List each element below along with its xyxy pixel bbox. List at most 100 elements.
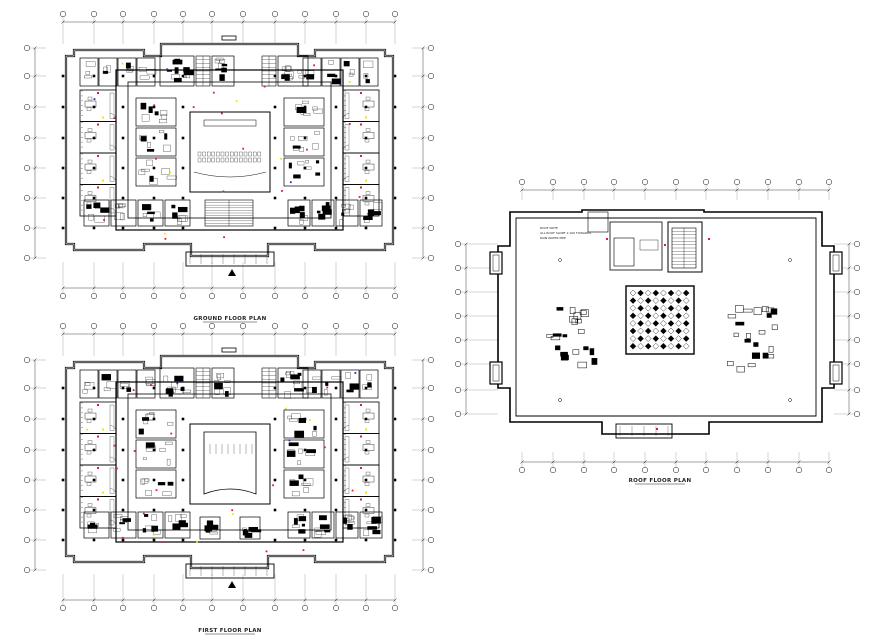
dimension-tick	[273, 286, 277, 290]
skylight-panel	[629, 304, 637, 312]
room	[164, 511, 191, 539]
equipment	[343, 60, 350, 67]
column	[61, 136, 65, 140]
roof-bay-inner	[832, 254, 840, 272]
skylight-panel	[644, 320, 652, 327]
room	[342, 433, 380, 466]
furniture	[103, 66, 108, 74]
furniture	[171, 74, 181, 80]
furniture	[159, 447, 166, 452]
dimension-tick	[152, 286, 156, 290]
column	[334, 538, 338, 542]
dimension-tick	[152, 332, 156, 336]
dimension-tick	[674, 460, 678, 464]
equipment	[122, 518, 131, 522]
entrance-canopy	[615, 423, 673, 439]
dimension-tick	[464, 242, 468, 246]
column	[303, 538, 307, 542]
furniture	[349, 69, 355, 75]
furniture	[177, 215, 186, 222]
equipment	[367, 526, 377, 530]
grid-bubble	[239, 604, 247, 612]
skylight-panel	[644, 304, 652, 312]
equipment	[171, 204, 176, 209]
fixture-mark	[284, 407, 287, 410]
ac-unit	[744, 338, 751, 343]
furniture	[84, 75, 93, 79]
column	[121, 166, 125, 170]
furniture	[171, 381, 178, 389]
column	[334, 136, 338, 140]
column	[273, 196, 277, 200]
equipment	[138, 428, 144, 435]
chair	[87, 503, 93, 507]
equipment	[294, 430, 305, 438]
room	[79, 401, 117, 434]
ac-unit	[578, 329, 585, 334]
grid-bubble	[23, 476, 31, 484]
ac-unit	[556, 307, 564, 311]
ac-unit	[580, 309, 589, 317]
column	[334, 386, 338, 390]
fixture-mark	[348, 122, 351, 125]
desk	[84, 507, 97, 514]
room	[135, 469, 177, 499]
room	[117, 369, 137, 399]
equipment	[100, 207, 110, 213]
grid-bubble	[454, 360, 462, 368]
furniture	[328, 60, 334, 65]
room	[359, 199, 383, 227]
dimension-tick	[210, 598, 214, 602]
grid-bubble	[23, 103, 31, 111]
seat	[257, 157, 261, 163]
grid-bubble	[150, 292, 158, 300]
column	[364, 136, 368, 140]
chair	[86, 170, 92, 174]
room	[79, 152, 117, 185]
chair	[365, 96, 371, 101]
grid-bubble	[23, 224, 31, 232]
ground-floor-title: GROUND FLOOR PLAN	[193, 316, 266, 322]
equipment	[151, 525, 159, 532]
room	[79, 369, 99, 399]
equipment	[299, 212, 305, 219]
room	[302, 369, 322, 399]
column	[273, 508, 277, 512]
equipment	[288, 442, 299, 447]
fixture-mark	[153, 104, 156, 107]
dimension-tick	[464, 290, 468, 294]
room	[287, 511, 311, 539]
furniture	[103, 387, 111, 392]
furniture	[151, 514, 157, 521]
grid-bubble	[90, 322, 98, 330]
dimension-tick	[303, 20, 307, 24]
grid-bubble	[271, 604, 279, 612]
fixture-mark	[133, 450, 136, 452]
ac-unit	[735, 321, 745, 326]
fixture-mark	[360, 498, 362, 501]
grid-bubble	[764, 466, 772, 474]
furniture	[285, 65, 291, 72]
grid-bubble	[332, 10, 340, 18]
equipment	[157, 482, 166, 486]
dimension-tick	[421, 226, 425, 230]
column	[364, 105, 368, 109]
rain-water-outlet	[558, 398, 562, 402]
column	[152, 74, 156, 78]
chair	[364, 482, 370, 486]
furniture	[297, 460, 301, 465]
desk	[84, 100, 97, 108]
column	[303, 508, 307, 512]
column	[152, 478, 156, 482]
fixture-mark	[242, 147, 245, 150]
chair	[364, 201, 370, 206]
dimension-tick	[847, 412, 851, 416]
equipment	[172, 523, 181, 530]
skylight-panel	[667, 289, 675, 297]
fixture-mark	[113, 117, 116, 120]
dimension-tick	[464, 338, 468, 342]
ac-unit	[583, 346, 589, 351]
ac-unit	[591, 358, 598, 365]
equipment	[321, 205, 331, 212]
grid-bubble	[549, 466, 557, 474]
